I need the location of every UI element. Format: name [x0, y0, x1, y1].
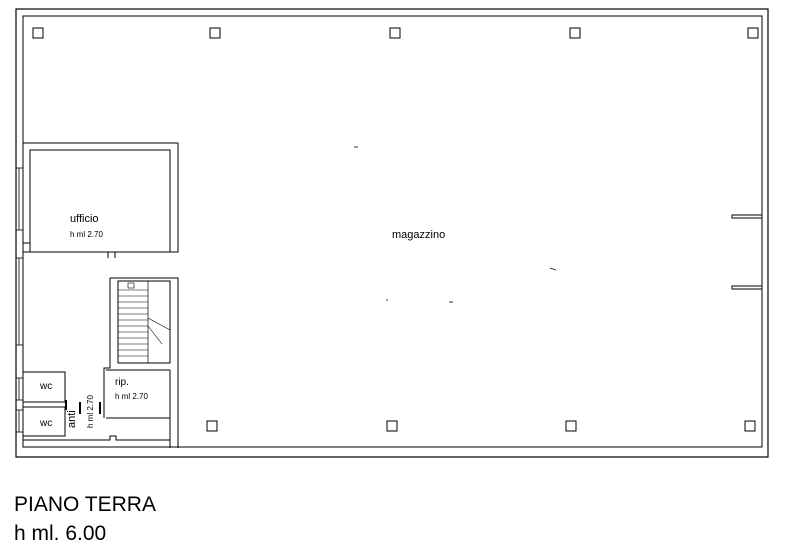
- room-height-ripostiglio: h ml 2.70: [115, 392, 148, 401]
- exterior-walls: [15, 8, 769, 458]
- room-height-antibagno: h ml 2.70: [86, 395, 95, 428]
- right-wall-notches: [731, 214, 762, 290]
- room-label-ripostiglio: rip.: [115, 377, 129, 388]
- room-label-magazzino: magazzino: [392, 229, 446, 241]
- left-wall-windows: [16, 167, 23, 433]
- stair: [118, 282, 171, 357]
- wc-walls: [23, 371, 170, 441]
- room-label-antibagno: anti: [66, 410, 78, 428]
- floor-height-caption: h ml. 6.00: [14, 522, 107, 545]
- floor-plan: [15, 8, 769, 458]
- entrance-marks: [169, 440, 179, 448]
- columns: [32, 27, 759, 432]
- office-walls: [22, 142, 179, 258]
- service-block-walls: [103, 277, 179, 448]
- room-height-ufficio: h ml 2.70: [70, 230, 103, 239]
- room-label-wc-lower: wc: [40, 418, 53, 429]
- room-label-wc-upper: wc: [40, 381, 53, 392]
- scan-specks: [354, 146, 557, 303]
- floor-caption: PIANO TERRA: [14, 493, 156, 516]
- room-label-ufficio: ufficio: [70, 213, 99, 225]
